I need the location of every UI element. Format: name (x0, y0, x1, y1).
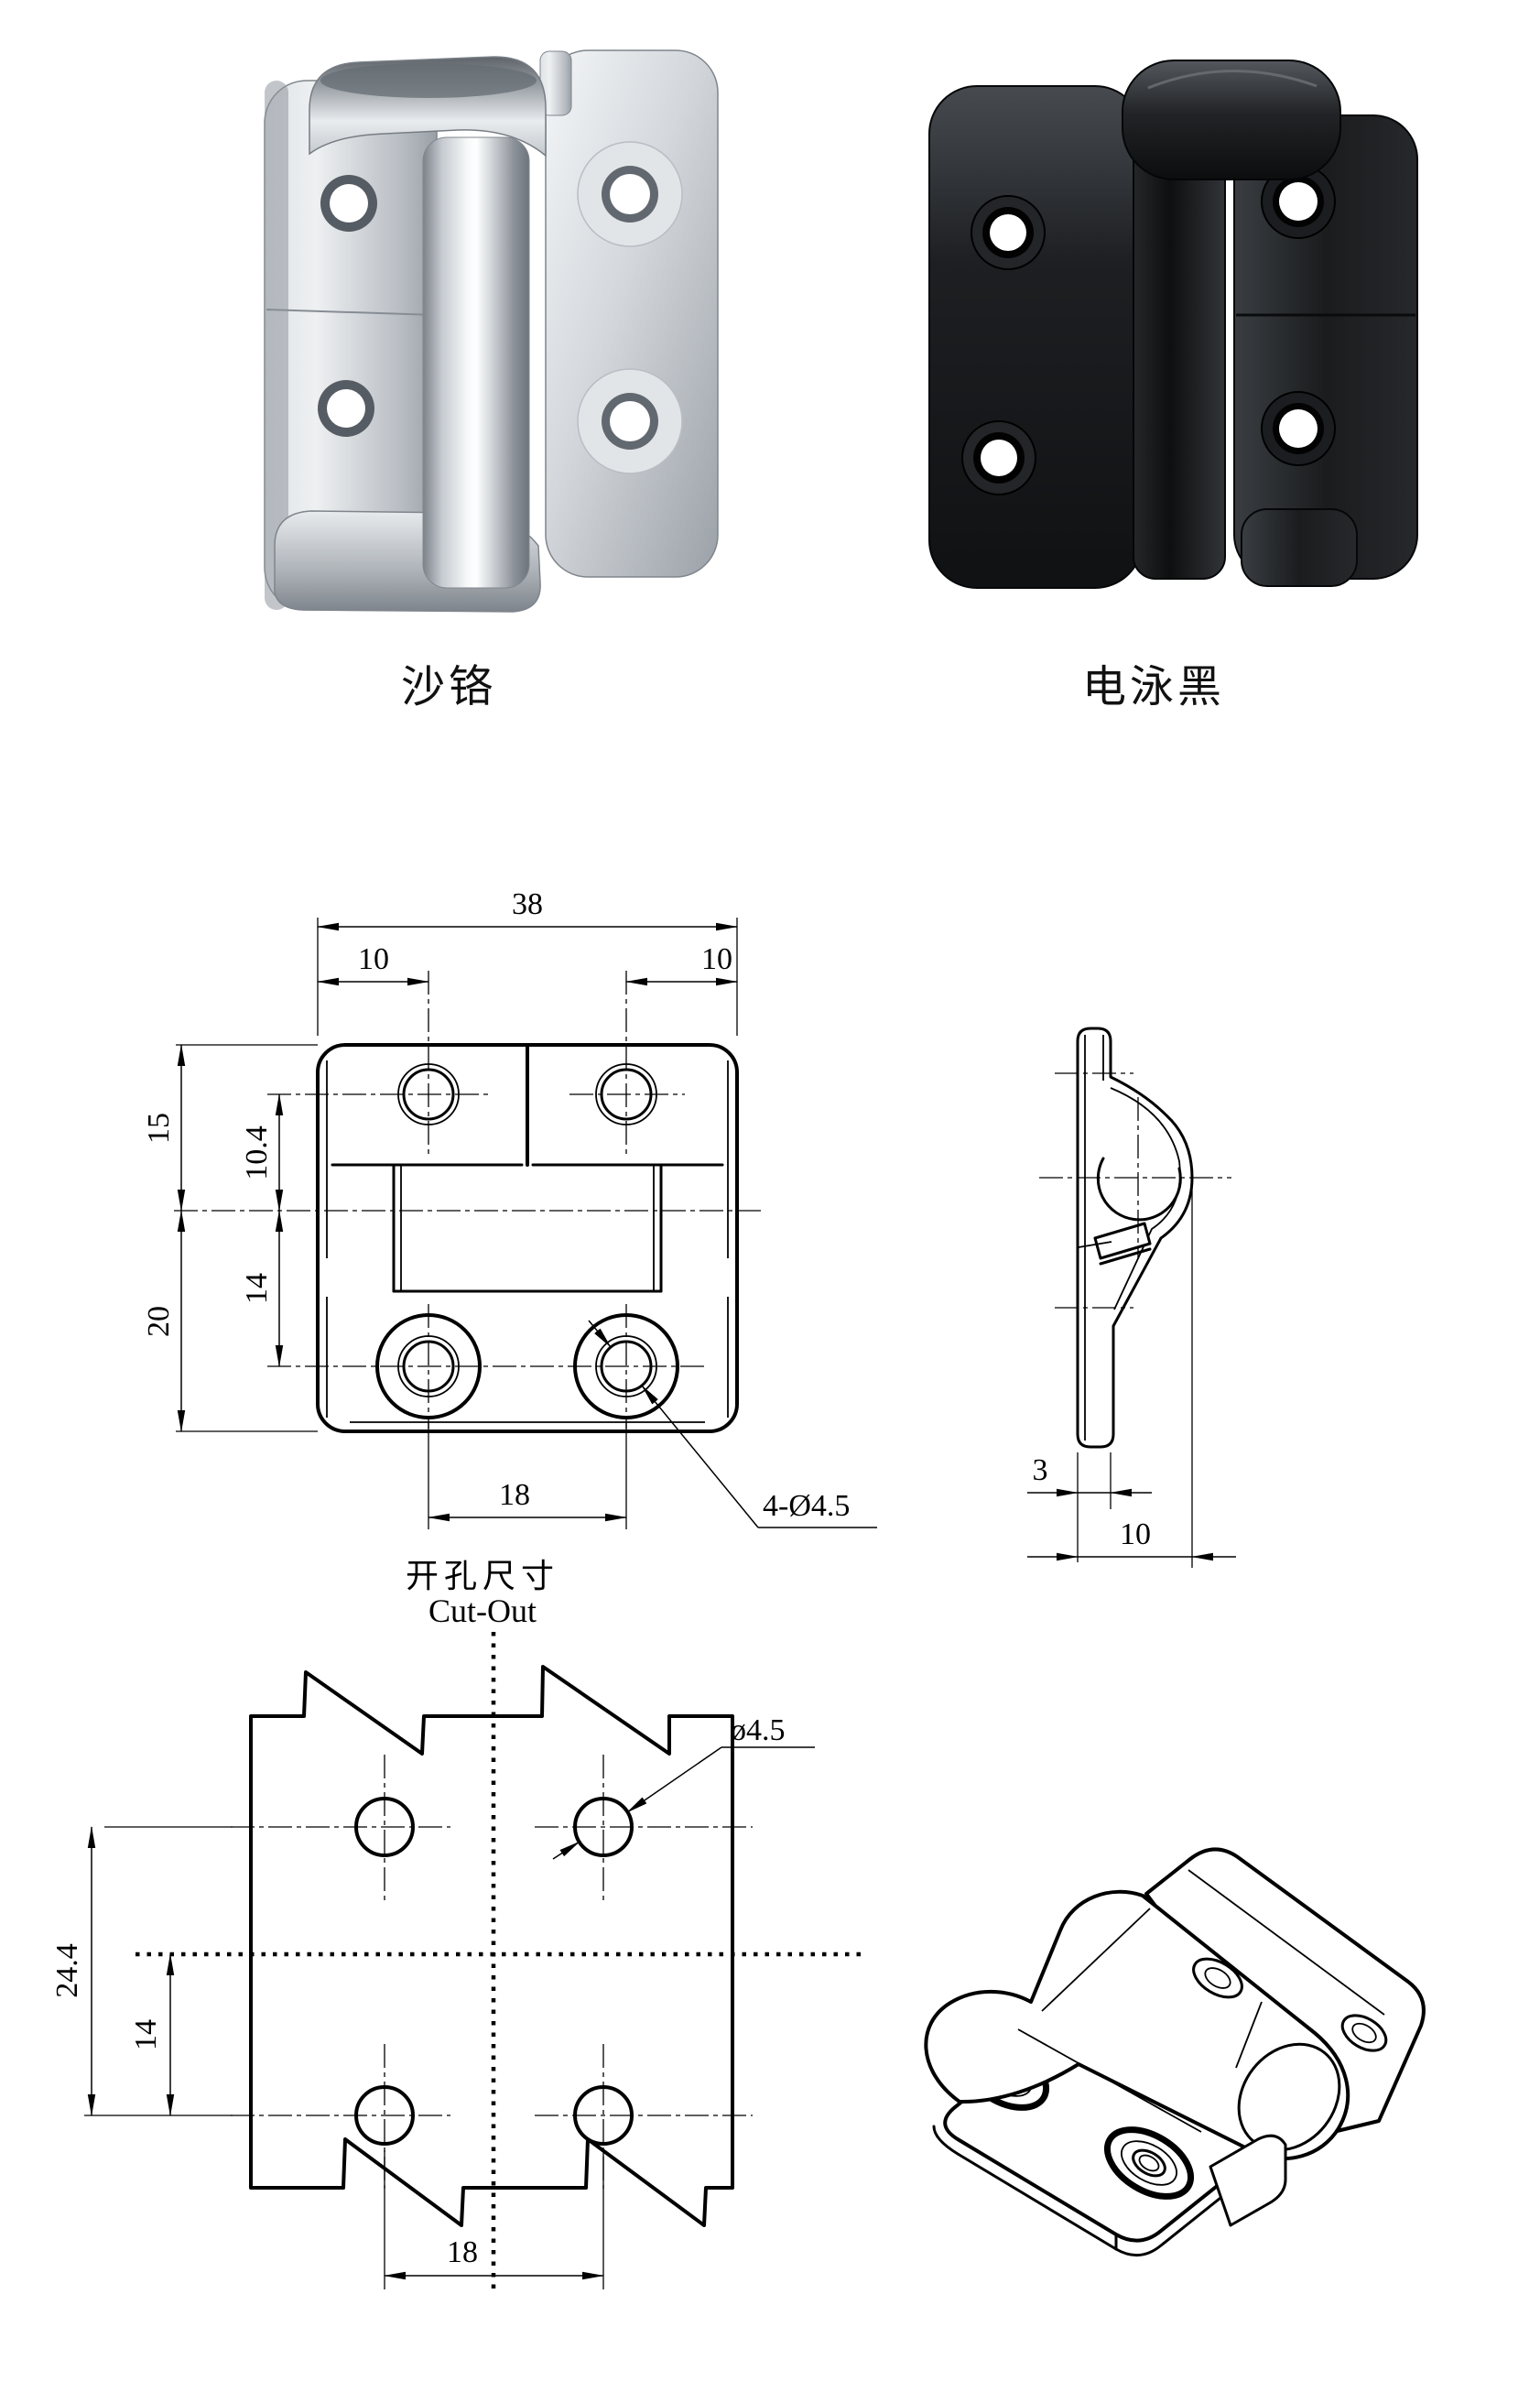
chrome-top-cap (309, 56, 547, 158)
front-view-holes (375, 1063, 679, 1419)
chrome-barrel (422, 136, 530, 589)
black-barrel (1133, 136, 1226, 580)
dim-hole-row-spacing: 24.4 (50, 1943, 84, 1998)
dim-hole-offset-left: 10 (358, 942, 389, 976)
front-view-centerlines (174, 971, 762, 1429)
black-right-leaf (1233, 114, 1418, 587)
dim-hole-spacing: 18 (447, 2235, 478, 2269)
iso-bottom-tab (1209, 2134, 1287, 2227)
side-view-centerlines (1039, 1072, 1231, 1309)
dim-lower-hole-spacing: 18 (499, 1478, 530, 1512)
side-view-dimensions: 3 10 (1027, 1185, 1236, 1568)
hole (1279, 182, 1318, 221)
dim-lower-leaf-height: 20 (142, 1306, 176, 1337)
hole (990, 214, 1026, 251)
dim-leaf-thickness: 3 (1033, 1453, 1048, 1487)
cutout-holes (231, 1755, 753, 2189)
dim-upper-leaf-height: 15 (142, 1113, 176, 1144)
dim-hole-diameter: ø4.5 (731, 1713, 786, 1747)
dim-hole-offset-right: 10 (701, 942, 732, 976)
black-hinge-photo (928, 60, 1418, 589)
hole (1279, 409, 1318, 448)
dim-overall-width: 38 (512, 887, 543, 921)
cutout-title-zh: 开孔尺寸 (406, 1557, 559, 1594)
finish-label-black: 电泳黑 (1081, 663, 1225, 712)
iso-upper-leaf (924, 1847, 1426, 2161)
cutout-title-en: Cut-Out (428, 1593, 537, 1629)
cutout-centerlines (136, 1632, 861, 2294)
dim-hole-callout: 4-Ø4.5 (763, 1489, 850, 1523)
cutout-dimensions: 24.4 14 18 ø4.5 (50, 1713, 815, 2289)
chrome-right-leaf (539, 49, 719, 578)
front-view-outline (316, 1043, 739, 1433)
cutout-drawing: 开孔尺寸 Cut-Out 24.4 (50, 1557, 861, 2294)
dim-centerline-to-lower-row: 14 (129, 2019, 163, 2050)
hole (981, 440, 1017, 476)
side-view-drawing: 3 10 (1027, 1027, 1236, 1568)
chrome-hinge-photo (264, 49, 719, 613)
black-top-cap (1122, 60, 1341, 180)
finish-label-chrome: 沙铬 (400, 663, 496, 712)
front-view-dimensions: 38 10 10 15 20 10.4 14 18 4-Ø4.5 (142, 887, 877, 1529)
dim-depth: 10 (1120, 1517, 1151, 1551)
front-view-drawing: 38 10 10 15 20 10.4 14 18 4-Ø4.5 (142, 887, 877, 1529)
black-left-leaf (928, 85, 1144, 589)
dim-upper-holes-to-axis: 10.4 (240, 1125, 274, 1180)
cutout-panel-outline (249, 1665, 734, 2227)
iso-view-drawing (924, 1847, 1426, 2256)
side-view-profile (1076, 1027, 1194, 1449)
dim-axis-to-lower-holes: 14 (240, 1273, 274, 1304)
